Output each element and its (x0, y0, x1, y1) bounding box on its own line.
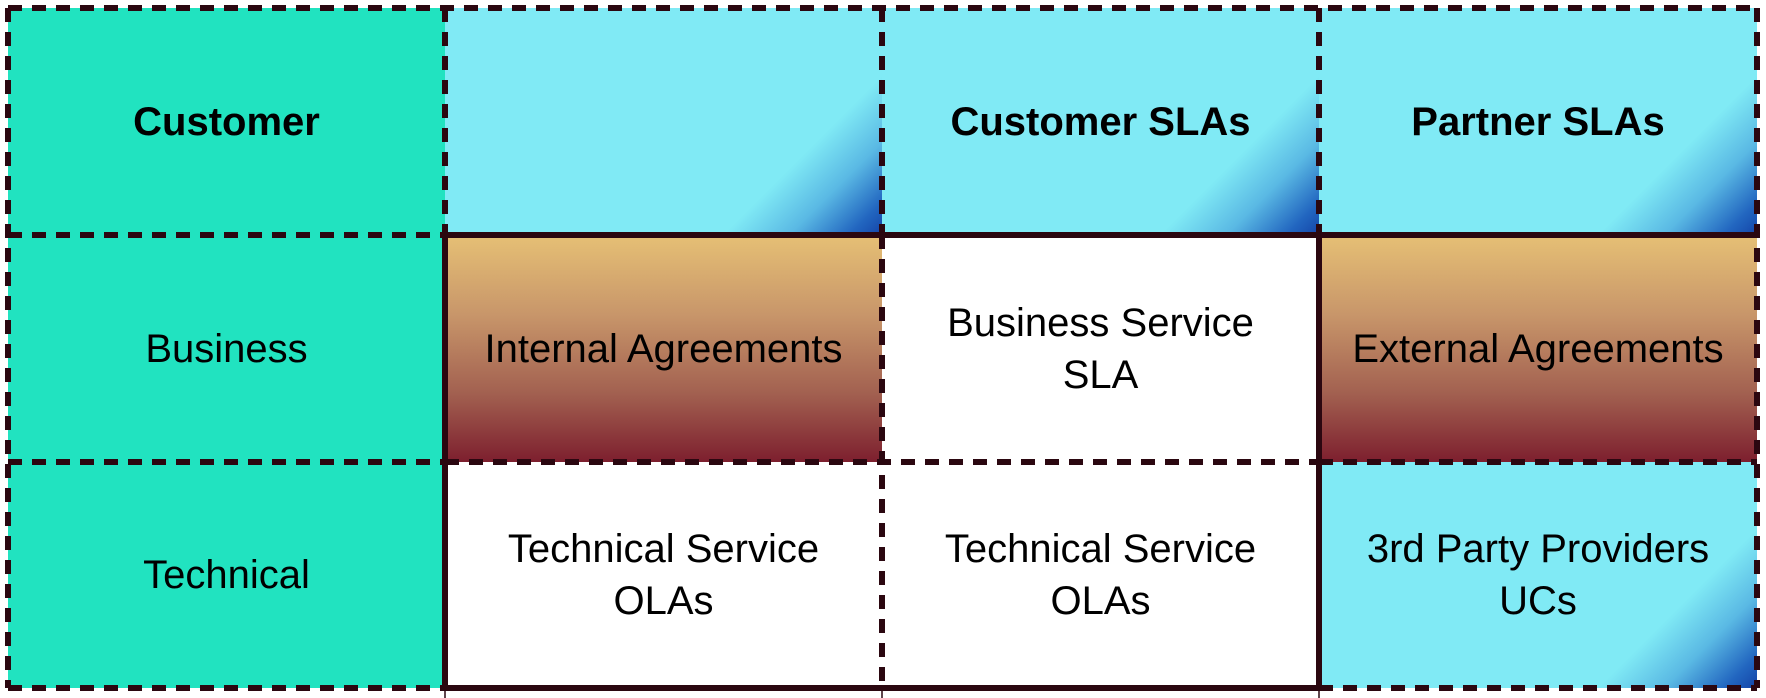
business-service-sla-cell: Business Service SLA (882, 235, 1319, 462)
header-customer-slas-cell: Customer SLAs (882, 8, 1319, 235)
header-partner-slas-cell: Partner SLAs (1319, 8, 1757, 235)
external-agreements-cell: External Agreements (1319, 235, 1757, 462)
header-customer-cell: Customer (8, 8, 445, 235)
technical-service-olas-internal-cell: Technical Service OLAs (445, 462, 882, 688)
third-party-providers-ucs-cell: 3rd Party Providers UCs (1319, 462, 1757, 688)
technical-service-olas-cell: Technical Service OLAs (882, 462, 1319, 688)
row-label-technical: Technical (8, 462, 445, 688)
row-label-business: Business (8, 235, 445, 462)
header-blank-cell (445, 8, 882, 235)
internal-agreements-cell: Internal Agreements (445, 235, 882, 462)
